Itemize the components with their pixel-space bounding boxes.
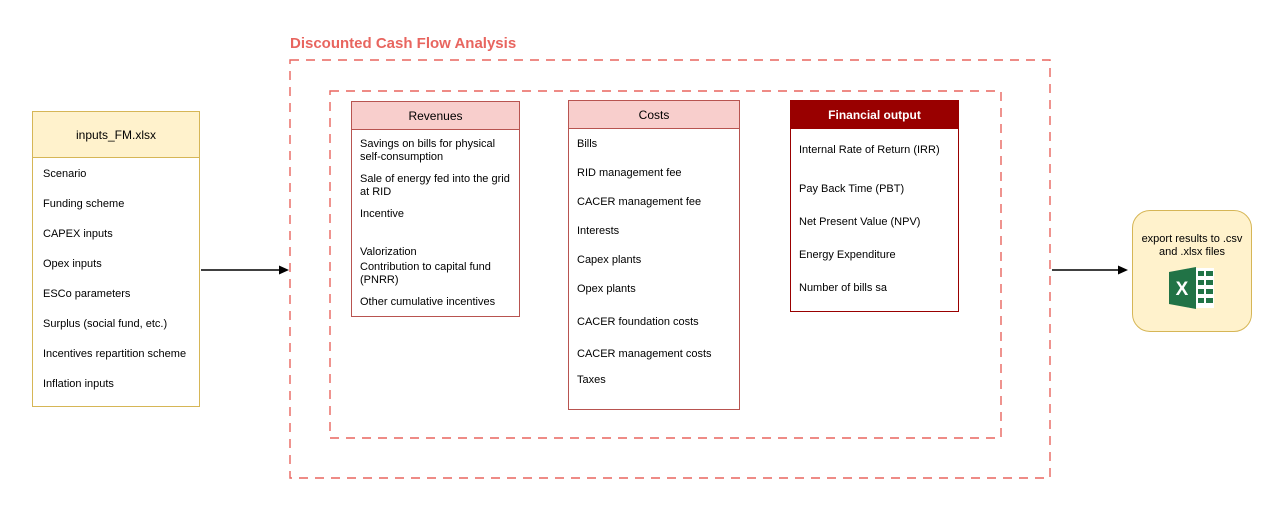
- list-item: Opex plants: [577, 283, 636, 295]
- list-item: Opex inputs: [43, 258, 102, 270]
- revenues-box-title: Revenues: [352, 102, 519, 130]
- list-item: RID management fee: [577, 167, 682, 179]
- list-item: CAPEX inputs: [43, 228, 113, 240]
- list-item: Incentive: [360, 208, 405, 220]
- dcf-outer-boundary: [289, 59, 1051, 479]
- list-item: Interests: [577, 225, 620, 237]
- list-item: Valorization: [360, 246, 417, 258]
- revenues-box-items: Savings on bills for physical self-consu…: [352, 130, 519, 309]
- list-item: Taxes: [577, 374, 606, 386]
- list-item: CACER foundation costs: [577, 316, 699, 328]
- svg-text:X: X: [1176, 279, 1189, 300]
- dcf-inner-boundary: [329, 90, 1002, 439]
- list-item: Incentives repartition scheme: [43, 348, 187, 360]
- list-item: Bills: [577, 138, 598, 150]
- revenues-box: Revenues Savings on bills for physical s…: [351, 101, 520, 317]
- list-item: CACER management fee: [577, 196, 702, 208]
- export-arrow: [1052, 265, 1128, 275]
- input-arrow: [201, 265, 289, 275]
- list-item: Savings on bills for physical self-consu…: [360, 138, 496, 163]
- list-item: [360, 230, 513, 243]
- list-item: Funding scheme: [43, 198, 125, 210]
- list-item: Capex plants: [577, 254, 642, 266]
- list-item: Internal Rate of Return (IRR): [799, 144, 940, 156]
- list-item: Other cumulative incentives: [360, 296, 496, 308]
- costs-box-title: Costs: [569, 101, 739, 129]
- financial-output-box: Financial output Internal Rate of Return…: [790, 100, 959, 312]
- list-item: Scenario: [43, 168, 87, 180]
- list-item: Sale of energy fed into the grid at RID: [360, 173, 510, 198]
- list-item: Number of bills sa: [799, 282, 888, 294]
- dcf-title: Discounted Cash Flow Analysis: [290, 35, 517, 52]
- list-item: Contribution to capital fund (PNRR): [360, 261, 491, 286]
- excel-icon: X: [1169, 267, 1214, 309]
- list-item: CACER management costs: [577, 348, 712, 360]
- financial-output-box-items: Internal Rate of Return (IRR) Pay Back Ti…: [791, 129, 958, 295]
- list-item: Pay Back Time (PBT): [799, 183, 905, 195]
- financial-output-box-title: Financial output: [791, 101, 958, 129]
- list-item: Surplus (social fund, etc.): [43, 318, 168, 330]
- list-item: ESCo parameters: [43, 288, 131, 300]
- list-item: Inflation inputs: [43, 378, 114, 390]
- inputs-box-title: inputs_FM.xlsx: [33, 112, 199, 158]
- export-label: export results to .csv and .xlsx files: [1141, 233, 1243, 258]
- list-item: Net Present Value (NPV): [799, 216, 921, 228]
- list-item: Energy Expenditure: [799, 249, 896, 261]
- export-box: export results to .csv and .xlsx files X: [1132, 210, 1252, 332]
